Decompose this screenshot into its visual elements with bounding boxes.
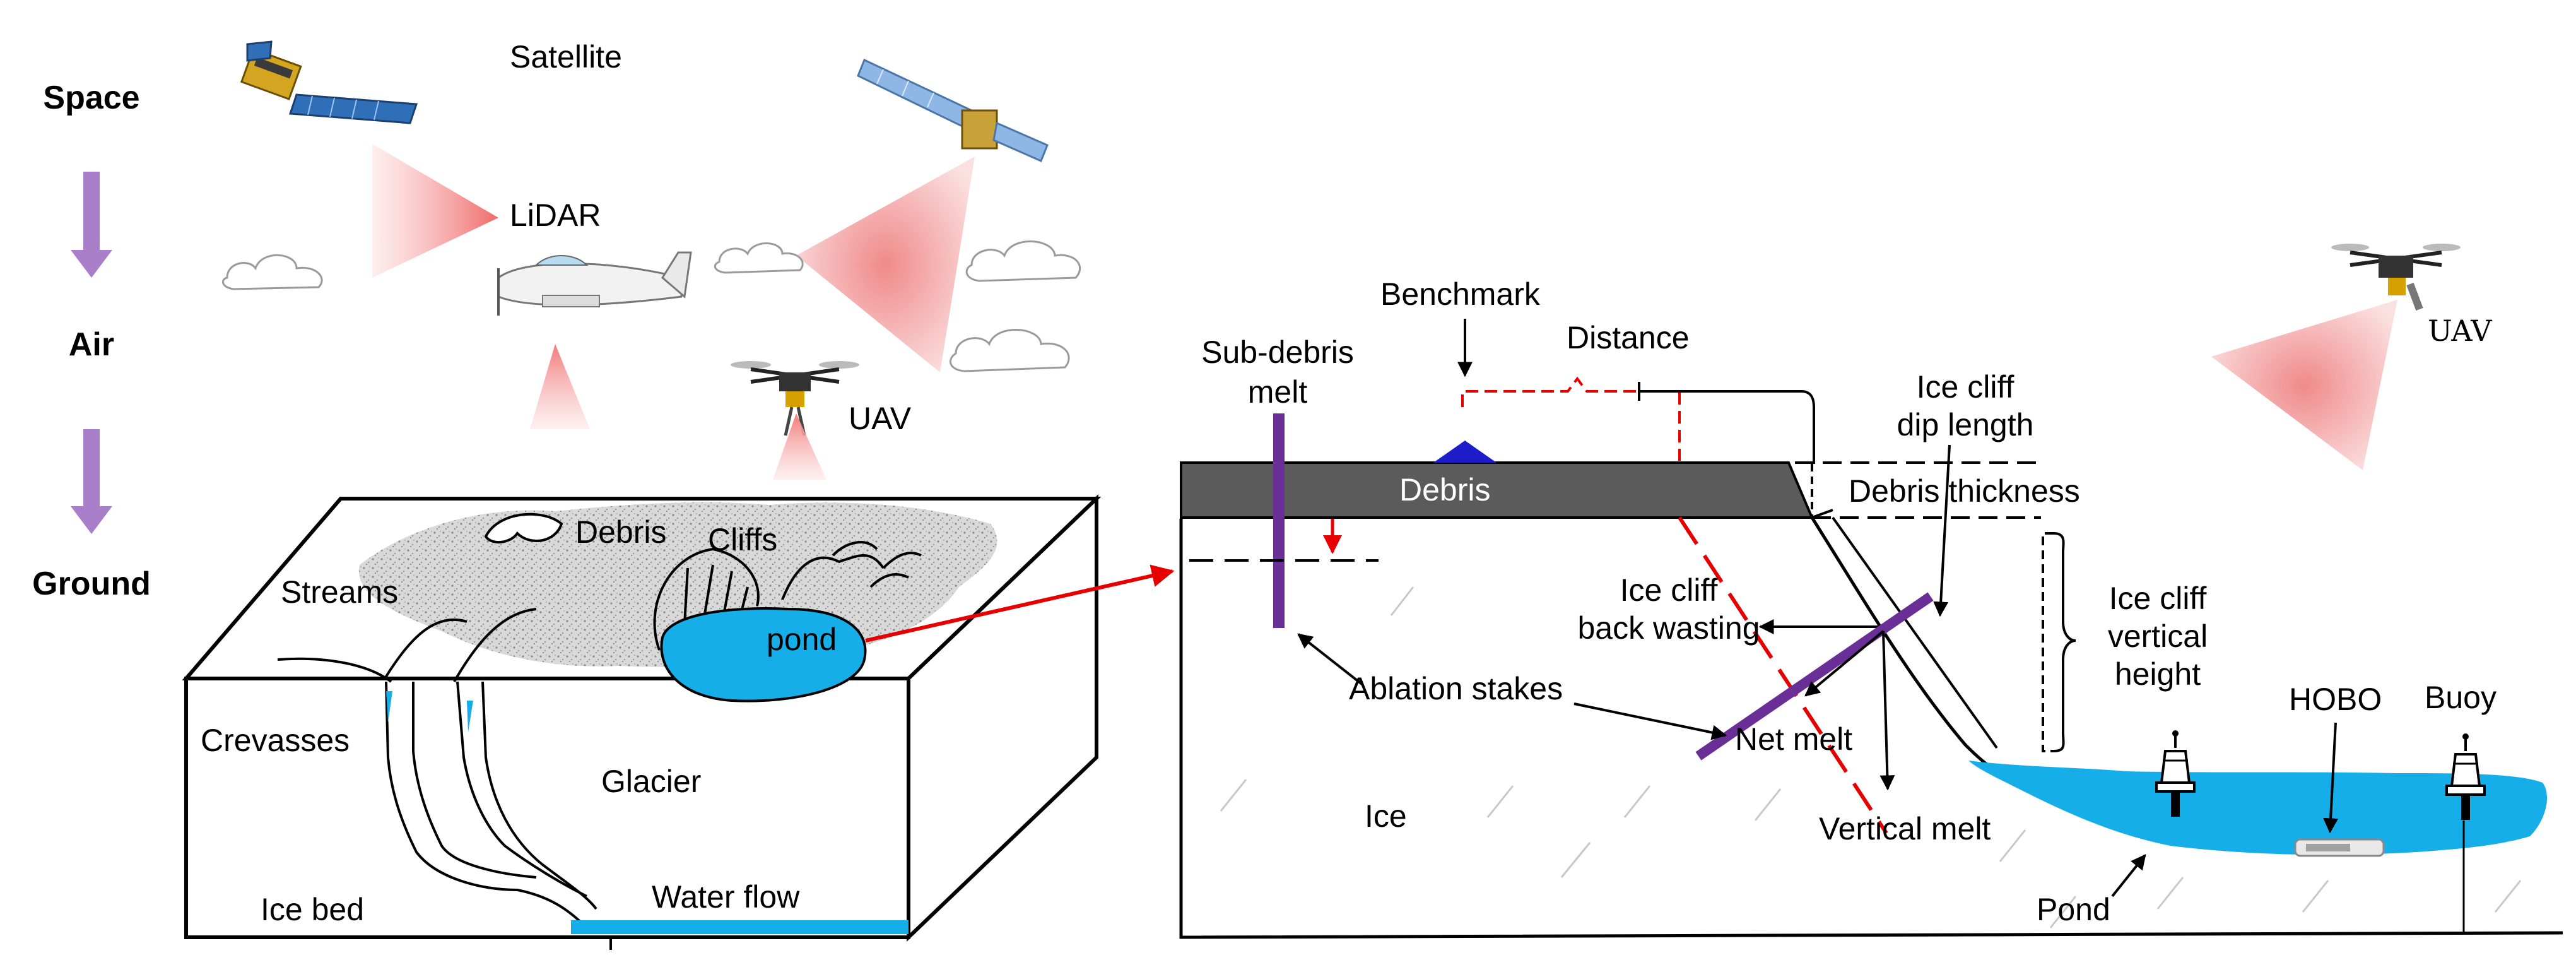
subglacial-water-flow: [571, 920, 909, 934]
vertical-height-bracket: [2042, 532, 2054, 752]
back-wasting-label-line2: back wasting: [1577, 610, 1760, 646]
buoy-icon: [2445, 733, 2486, 820]
vertical-height-label-line3: height: [2115, 656, 2201, 692]
ice-hatching: [1220, 586, 2522, 928]
vertical-height-label-line2: vertical: [2108, 619, 2208, 654]
block-streams-label: Streams: [281, 574, 398, 610]
block-pond-label: pond: [767, 622, 837, 657]
section-pond-label: Pond: [2037, 892, 2110, 927]
zoom-arrow: [865, 564, 1175, 643]
satellite-right-icon: [857, 58, 1049, 162]
vertical-melt-arrow: [1879, 631, 1895, 791]
space-label: Space: [43, 80, 139, 116]
buoy-icon: [2155, 730, 2196, 817]
block-pond: [660, 607, 867, 702]
block-ice-bed-label: Ice bed: [261, 892, 364, 927]
vertical-height-brace: [2053, 532, 2076, 752]
distance-label: Distance: [1567, 320, 1690, 355]
ice-cliff-face-top-connector: [1811, 509, 1833, 519]
ice-label: Ice: [1365, 798, 1407, 834]
space-to-air-arrow: [71, 172, 112, 278]
sub-debris-melt-label-line1: Sub-debris: [1201, 335, 1354, 370]
satellite-right-beam: [796, 157, 975, 372]
aircraft-beam: [530, 344, 590, 429]
vertical-melt-label: Vertical melt: [1819, 811, 1991, 846]
benchmark-label: Benchmark: [1380, 276, 1541, 312]
cloud-icon: [965, 240, 1081, 282]
cloud-icon: [222, 254, 323, 290]
block-cliffs-label: Cliffs: [708, 522, 777, 557]
debris-rock-outline: [484, 513, 563, 544]
sub-debris-ablation-stake: [1273, 413, 1285, 628]
sub-debris-melt-label-line2: melt: [1248, 374, 1308, 410]
ablation-stakes-label: Ablation stakes: [1349, 671, 1563, 706]
satellite-beam: [372, 144, 498, 278]
block-water-flow-label: Water flow: [652, 879, 800, 915]
satellite-icon: [240, 40, 418, 124]
net-melt-label: Net melt: [1735, 721, 1852, 757]
ground-label: Ground: [32, 566, 151, 602]
ablation-stakes-arrow-left: [1297, 633, 1364, 686]
back-wasting-label-line1: Ice cliff: [1620, 572, 1718, 608]
hobo-label: HOBO: [2289, 682, 2382, 717]
dip-length-label-line1: Ice cliff: [1917, 369, 2014, 405]
hobo-logger-icon: [2294, 838, 2385, 857]
lidar-label: LiDAR: [510, 198, 601, 233]
block-glacier-label: Glacier: [601, 764, 701, 799]
supraglacial-streams: [781, 541, 922, 600]
section-pond: [1968, 761, 2548, 855]
former-cliff-line: [1678, 516, 1888, 834]
dip-length-label-line2: dip length: [1897, 407, 2034, 442]
uav-icon: [731, 361, 859, 436]
pond-arrow: [2111, 854, 2146, 898]
satellite-label: Satellite: [510, 39, 622, 74]
cloud-icon: [950, 329, 1070, 372]
net-melt-arrow: [1804, 630, 1885, 697]
uav-beam: [773, 413, 826, 480]
uav-right-icon: [2331, 244, 2461, 311]
air-label: Air: [69, 326, 114, 363]
uav-right-beam: [2211, 300, 2397, 470]
section-debris-label: Debris: [1399, 472, 1490, 507]
uav-right-label: UAV: [2428, 314, 2492, 348]
dip-length-arrow: [1933, 444, 1951, 617]
block-debris-label: Debris: [575, 514, 666, 550]
vertical-height-label-line1: Ice cliff: [2109, 581, 2207, 616]
air-to-ground-arrow: [71, 429, 112, 534]
cloud-icon: [714, 242, 804, 274]
distance-bracket: [1461, 376, 1815, 464]
hobo-arrow: [2323, 722, 2339, 834]
ice-cliff-lower-face: [1832, 516, 1998, 749]
buoy-label: Buoy: [2425, 680, 2497, 715]
crevasse-water-left: [386, 691, 392, 723]
crevasses: [277, 608, 597, 929]
block-crevasses-label: Crevasses: [201, 723, 350, 758]
net-melt-ablation-stake: [1695, 592, 1934, 761]
ablation-stakes-arrow-right: [1573, 702, 1727, 740]
crevasse-water-right: [467, 701, 473, 732]
benchmark-marker: [1433, 441, 1497, 463]
aircraft-icon: [497, 251, 692, 316]
debris-thickness-label: Debris thickness: [1849, 473, 2080, 509]
cross-section-frame: [1179, 519, 2563, 939]
uav-label: UAV: [849, 401, 912, 436]
